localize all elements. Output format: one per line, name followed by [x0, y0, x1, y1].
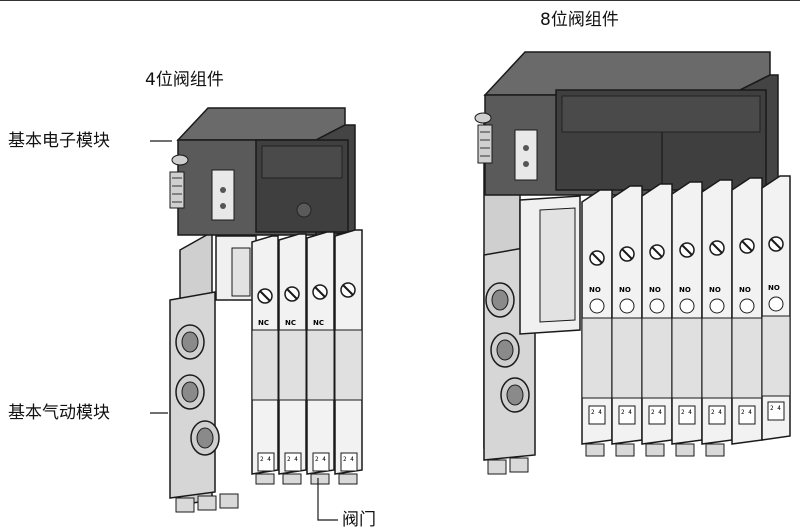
eight-valve: NO 2 4	[761, 175, 791, 441]
svg-text:NO: NO	[709, 286, 721, 294]
eight-valve: NO 2 4	[731, 177, 763, 445]
svg-text:2 4: 2 4	[621, 409, 632, 416]
four-electronic-module	[169, 107, 356, 237]
svg-text:2 4: 2 4	[591, 409, 602, 416]
eight-position-title: 8位阀组件	[540, 10, 619, 30]
leader-line	[317, 478, 338, 521]
valve-port-label: 2 4	[315, 456, 326, 463]
valve-port-label: 2 4	[260, 456, 271, 463]
eight-valve: NO 2 4	[611, 185, 643, 445]
svg-text:NO: NO	[768, 284, 780, 292]
eight-valve: NO 2 4	[701, 179, 733, 445]
svg-text:NO: NO	[739, 286, 751, 294]
four-valve: 2 4	[334, 229, 363, 485]
svg-text:2 4: 2 4	[770, 405, 781, 412]
eight-position-assembly: NO 2 4 NO 2 4 NO	[474, 51, 791, 475]
eight-valve: NO 2 4	[641, 183, 673, 445]
svg-text:2 4: 2 4	[741, 409, 752, 416]
four-position-title: 4位阀组件	[145, 70, 224, 90]
svg-text:NO: NO	[589, 286, 601, 294]
four-position-assembly: NC 2 4 NC 2 4 NC	[169, 107, 363, 513]
valve-label: 阀门	[342, 510, 376, 530]
svg-text:2 4: 2 4	[681, 409, 692, 416]
svg-text:2 4: 2 4	[711, 409, 722, 416]
valve-state-label: NC	[285, 319, 296, 327]
four-valve-stack: NC 2 4 NC 2 4 NC	[251, 229, 363, 485]
svg-text:NO: NO	[619, 286, 631, 294]
eight-valve-stack: NO 2 4 NO 2 4 NO	[581, 175, 791, 445]
eight-valve: NO 2 4	[581, 189, 613, 445]
basic-electronic-module-label: 基本电子模块	[8, 131, 110, 151]
valve-port-label: 2 4	[287, 456, 298, 463]
four-valve: NC 2 4	[251, 235, 279, 485]
four-valve: NC 2 4	[306, 231, 335, 485]
eight-valve: NO 2 4	[671, 181, 703, 445]
valve-state-label: NC	[313, 319, 324, 327]
svg-text:NO: NO	[649, 286, 661, 294]
svg-text:NO: NO	[679, 286, 691, 294]
top-border	[0, 0, 800, 1]
svg-text:2 4: 2 4	[651, 409, 662, 416]
basic-pneumatic-module-label: 基本气动模块	[8, 403, 110, 423]
eight-electronic-module	[474, 51, 779, 196]
valve-state-label: NC	[258, 319, 269, 327]
valve-port-label: 2 4	[343, 456, 354, 463]
four-valve: NC 2 4	[278, 233, 307, 485]
